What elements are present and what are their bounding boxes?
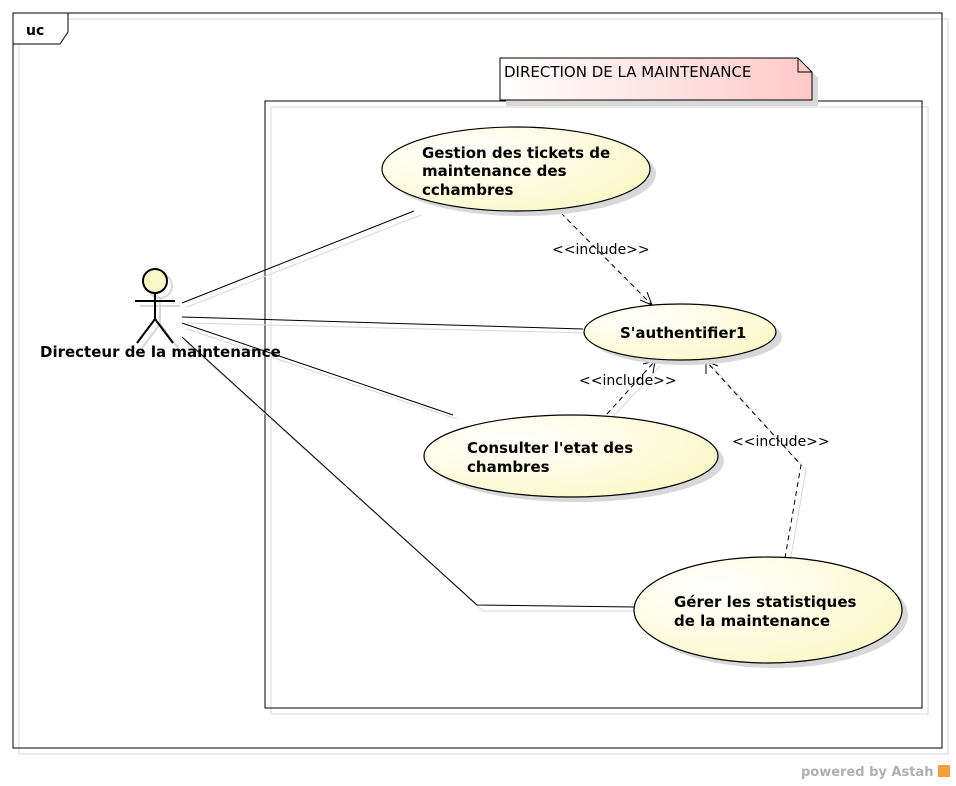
use-case-gerer-label: Gérer les statistiques de la maintenance [674,593,862,630]
include-gestion-auth [560,212,653,309]
actor-name: Directeur de la maintenance [40,343,281,361]
footer-text: powered by Astah [800,765,934,780]
use-case-consulter-label: Consulter l'etat des chambres [467,439,638,476]
use-case-gestion-label: Gestion des tickets de maintenance des c… [422,144,615,199]
use-case-gerer[interactable]: Gérer les statistiques de la maintenance [633,556,908,668]
include-labels: <<include>> <<include>> <<include>> [552,242,830,450]
assoc-consulter [181,322,454,416]
associations [181,210,640,612]
assoc-auth [181,316,584,330]
uc-frame: uc [12,12,949,755]
system-title-note: DIRECTION DE LA MAINTENANCE [499,57,818,106]
actor-directeur[interactable]: Directeur de la maintenance [40,268,281,361]
include-label-gestion: <<include>> [552,242,650,258]
frame-tag-box [12,12,69,45]
frame-tag-label: uc [26,23,44,39]
assoc-gerer [181,336,635,608]
use-case-auth[interactable]: S'authentifier1 [583,303,782,365]
use-case-auth-label: S'authentifier1 [620,324,746,342]
actor-stick-figure-icon [135,268,175,344]
include-consulter-auth [606,360,661,419]
use-case-gestion[interactable]: Gestion des tickets de maintenance des c… [381,126,656,216]
include-label-gerer: <<include>> [732,434,830,450]
use-case-consulter[interactable]: Consulter l'etat des chambres [423,414,724,502]
astah-logo-icon [938,765,950,777]
include-label-consulter: <<include>> [579,373,677,389]
assoc-gestion [181,210,415,304]
powered-by-footer: powered by Astah [801,765,950,780]
system-title: DIRECTION DE LA MAINTENANCE [504,63,751,81]
